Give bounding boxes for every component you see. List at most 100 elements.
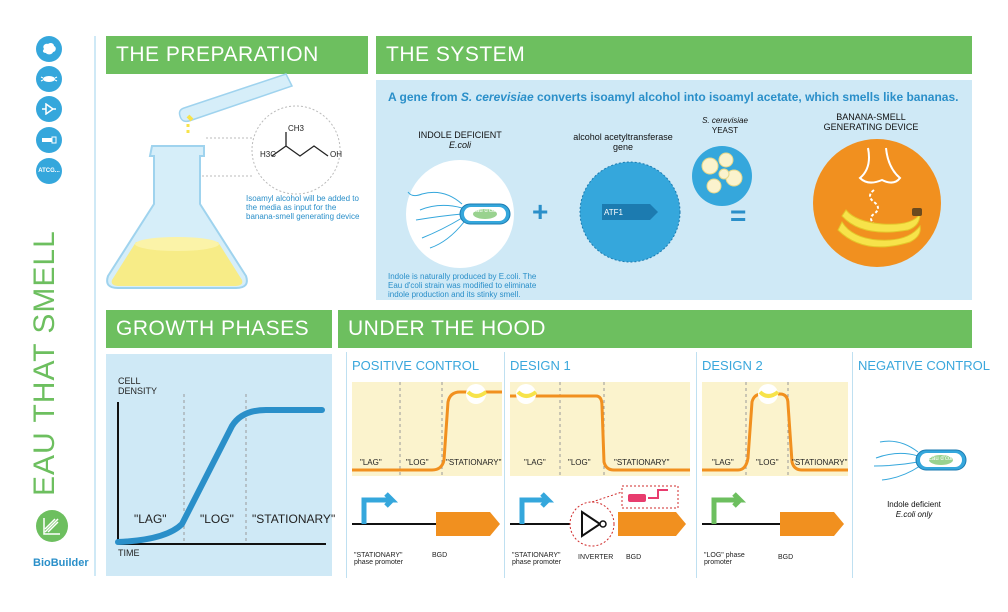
promoter-arrow-icon <box>711 492 747 524</box>
yeast-label: S. cerevisiae YEAST <box>690 116 760 136</box>
brain-icon[interactable] <box>36 36 62 62</box>
growth-y-label-1: CELL <box>118 376 141 386</box>
hood-positive-promoter-1: "STATIONARY" <box>354 552 403 559</box>
growth-log: "LOG" <box>200 512 234 526</box>
gene-label-2: gene <box>612 142 634 152</box>
growth-chart <box>115 394 326 545</box>
ecoli-label-2: E.coli <box>448 140 471 150</box>
gene-illustration <box>579 161 681 263</box>
hood-design2-circuit <box>702 492 844 536</box>
hood-positive-circuit <box>352 492 500 536</box>
hood-negative-ecoli <box>873 440 967 481</box>
ecoli-label-1: INDOLE DEFICIENT <box>418 130 502 140</box>
preparation-header: THE PREPARATION <box>106 36 368 74</box>
nose-icon <box>858 147 902 184</box>
hood-design1-stationary: "STATIONARY" <box>614 458 670 467</box>
biobuilder-logo <box>36 510 68 542</box>
hood-negative-badge: Eau d'coli <box>928 456 954 462</box>
gene-label-1: alcohol acetyltransferase <box>573 132 673 142</box>
hood-design2-plot <box>702 382 848 476</box>
hood-design1-circuit <box>510 485 686 547</box>
hood-col-design2-title: DESIGN 2 <box>702 358 763 373</box>
hood-design1-lag: "LAG" <box>524 458 546 467</box>
promoter-arrow-icon <box>519 492 555 524</box>
hood-col-negative-title: NEGATIVE CONTROL <box>858 358 990 373</box>
hood-negative-note: Indole deficient E.coli only <box>866 500 962 520</box>
hood-divider-4 <box>852 352 854 578</box>
hood-design1-plot <box>510 382 690 476</box>
hood-design2-lag: "LAG" <box>712 458 734 467</box>
hood-positive-stationary: "STATIONARY" <box>446 458 502 467</box>
growth-header: GROWTH PHASES <box>106 310 332 348</box>
hood-positive-plot <box>352 382 502 476</box>
hood-design2-promoter-2: promoter <box>704 559 733 566</box>
yeast-label-2: YEAST <box>711 126 739 135</box>
promoter-arrow-icon <box>361 492 399 524</box>
hood-col-positive-title: POSITIVE CONTROL <box>352 358 480 373</box>
gene-name: ATF1 <box>604 208 623 217</box>
hood-design2-bgd: BGD <box>778 554 794 561</box>
equals-sign: = <box>730 200 747 231</box>
growth-x-label: TIME <box>118 548 140 558</box>
biobuilder-logo-text: BioBuilder <box>33 557 89 569</box>
hood-positive-promoter: "STATIONARY" phase promoter <box>354 552 403 566</box>
system-headline: A gene from S. cerevisiae converts isoam… <box>388 90 958 104</box>
growth-stationary: "STATIONARY" <box>252 512 336 526</box>
bacteria-icon[interactable] <box>36 66 62 92</box>
headline-post: converts isoamyl alcohol into isoamyl ac… <box>533 90 959 104</box>
ecoli-illustration <box>406 160 514 268</box>
growth-lag: "LAG" <box>134 512 167 526</box>
hood-header: UNDER THE HOOD <box>338 310 972 348</box>
sidebar: ATCG... EAU THAT SMELL BioBuilder <box>0 0 96 612</box>
hood-divider-2 <box>504 352 506 578</box>
hood-design2-promoter-1: "LOG" phase <box>704 552 745 559</box>
device-label-2: GENERATING DEVICE <box>823 122 919 132</box>
hood-divider-1 <box>346 352 348 578</box>
bgd-gene-icon <box>436 512 500 536</box>
hood-design1-log: "LOG" <box>568 458 591 467</box>
hood-design1-promoter-2: phase promoter <box>512 559 562 566</box>
gene-label: alcohol acetyltransferase gene <box>568 132 678 152</box>
sidebar-divider <box>94 36 96 576</box>
flagella-icon <box>873 440 921 481</box>
inverter-icon <box>581 510 602 538</box>
hood-positive-lag: "LAG" <box>360 458 382 467</box>
molecule-h3c: H3C <box>260 150 277 159</box>
hood-design2-log: "LOG" <box>756 458 779 467</box>
growth-curve <box>115 407 325 545</box>
molecule-bonds <box>271 132 329 157</box>
vertical-title: EAU THAT SMELL <box>28 230 61 496</box>
growth-y-label-2: DENSITY <box>118 386 158 396</box>
plus-sign: + <box>532 196 549 227</box>
hood-positive-promoter-2: phase promoter <box>354 559 404 566</box>
hood-design1-promoter: "STATIONARY" phase promoter <box>512 552 561 566</box>
device-label-1: BANANA-SMELL <box>836 112 906 122</box>
atcg-button[interactable]: ATCG... <box>36 158 62 184</box>
smell-icon <box>869 189 879 225</box>
hood-design1-inverter: INVERTER <box>578 554 614 561</box>
headline-pre: A gene from <box>388 90 461 104</box>
headline-species: S. cerevisiae <box>460 90 534 104</box>
hood-positive-bgd: BGD <box>432 552 448 559</box>
molecule-ch3: CH3 <box>288 124 305 133</box>
ecoli-badge: Eau d'coli <box>472 208 498 214</box>
ecoli-label: INDOLE DEFICIENT E.coli <box>398 130 522 150</box>
system-header: THE SYSTEM <box>376 36 972 74</box>
usb-icon[interactable] <box>36 127 62 153</box>
hood-divider-3 <box>696 352 698 578</box>
indole-note: Indole is naturally produced by E.coli. … <box>388 272 537 299</box>
hood-negative-note-1: Indole deficient <box>887 500 941 509</box>
molecule-circle <box>251 105 341 195</box>
hood-design2-promoter: "LOG" phase promoter <box>704 552 745 566</box>
hood-positive-log: "LOG" <box>406 458 429 467</box>
device-label: BANANA-SMELL GENERATING DEVICE <box>816 112 926 132</box>
bgd-gene-icon <box>780 512 844 536</box>
preparation-illustration <box>106 73 341 289</box>
flask-icon <box>106 145 248 289</box>
banana-device-illustration <box>813 139 941 267</box>
hood-design1-bgd: BGD <box>626 554 642 561</box>
circuit-icon[interactable] <box>36 96 62 122</box>
yeast-illustration <box>692 146 752 206</box>
bgd-gene-icon <box>618 512 686 536</box>
hood-negative-note-2: E.coli only <box>895 510 933 519</box>
